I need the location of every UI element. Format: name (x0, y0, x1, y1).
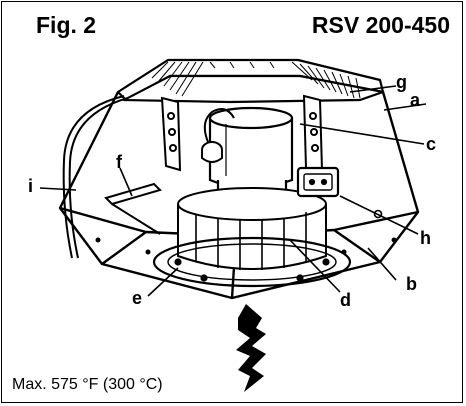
capacitor (201, 108, 235, 163)
callout-a: a (410, 90, 421, 110)
callout-c: c (426, 134, 436, 154)
power-cable (62, 95, 129, 259)
callout-f: f (116, 152, 123, 172)
inlet-ring (152, 236, 352, 288)
drain-rail (104, 182, 162, 235)
callout-b: b (406, 274, 417, 294)
figure-label: Fig. 2 (36, 12, 97, 38)
leader-lines (39, 85, 427, 297)
terminal-box (296, 166, 340, 198)
callout-d: d (340, 290, 351, 310)
callout-h: h (420, 228, 431, 248)
impeller (177, 187, 327, 270)
model-label: RSV 200-450 (311, 12, 450, 38)
max-temperature-note: Max. 575 °F (300 °C) (12, 376, 163, 393)
callout-e: e (132, 288, 142, 308)
hood-grille (151, 61, 361, 99)
fan-hood (116, 58, 385, 104)
motor-brackets (160, 94, 324, 172)
airflow-arrow-icon (236, 304, 266, 392)
callout-i: i (28, 176, 33, 196)
mounting-bolts (95, 209, 397, 255)
callout-g: g (396, 72, 407, 92)
